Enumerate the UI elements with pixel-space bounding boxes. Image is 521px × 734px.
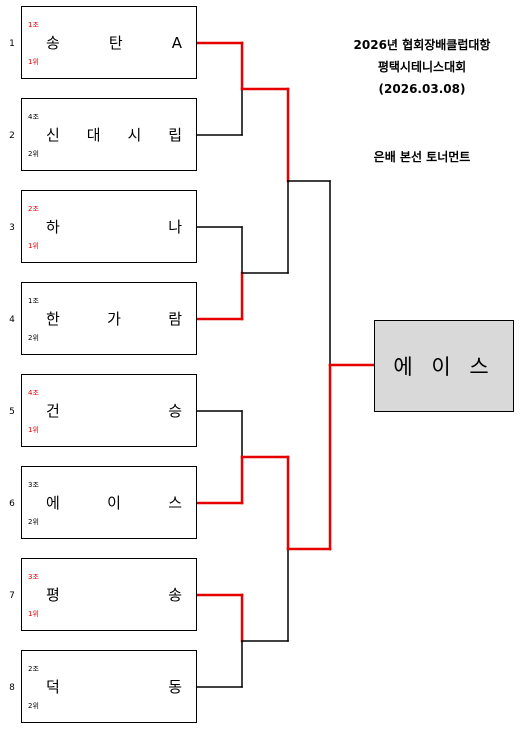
team-name: 한 가 람 [46, 310, 182, 328]
group-tag: 4조 [28, 389, 39, 397]
slot-number: 3 [9, 223, 15, 233]
round-label: 은배 본선 토너먼트 [373, 150, 471, 164]
group-tag: 3조 [28, 481, 39, 489]
slot-number: 1 [9, 39, 15, 49]
group-tag: 2조 [28, 205, 39, 213]
rank-tag: 1위 [28, 610, 39, 618]
group-tag: 1조 [28, 21, 39, 29]
rank-tag: 1위 [28, 242, 39, 250]
rank-tag: 2위 [28, 334, 39, 342]
team-name: 하 나 [46, 218, 182, 236]
team-name: 신 대 시 립 [46, 126, 182, 144]
tournament-date: (2026.03.08) [378, 82, 466, 96]
team-name: 평 송 [46, 586, 182, 604]
rank-tag: 1위 [28, 58, 39, 66]
rank-tag: 1위 [28, 426, 39, 434]
title-line-1: 2026년 협회장배클럽대항 [353, 38, 491, 52]
slot-number: 6 [9, 499, 15, 509]
champion-box: 에 이 스 [374, 320, 514, 412]
title-line-2: 평택시테니스대회 [377, 60, 467, 74]
rank-tag: 2위 [28, 518, 39, 526]
team-name: 건 승 [46, 402, 182, 420]
team-name: 에 이 스 [46, 494, 182, 512]
group-tag: 1조 [28, 297, 39, 305]
team-name: 덕 동 [46, 678, 182, 696]
slot-number: 7 [9, 591, 15, 601]
champion-name: 에 이 스 [393, 355, 495, 379]
group-tag: 4조 [28, 113, 39, 121]
slot-number: 4 [9, 315, 15, 325]
rank-tag: 2위 [28, 702, 39, 710]
slot-number: 2 [9, 131, 15, 141]
slot-number: 8 [9, 683, 15, 693]
group-tag: 3조 [28, 573, 39, 581]
slot-number: 5 [9, 407, 15, 417]
group-tag: 2조 [28, 665, 39, 673]
rank-tag: 2위 [28, 150, 39, 158]
tournament-title: 2026년 협회장배클럽대항 평택시테니스대회 (2026.03.08) [322, 34, 521, 100]
team-name: 송 탄 A [46, 34, 182, 52]
